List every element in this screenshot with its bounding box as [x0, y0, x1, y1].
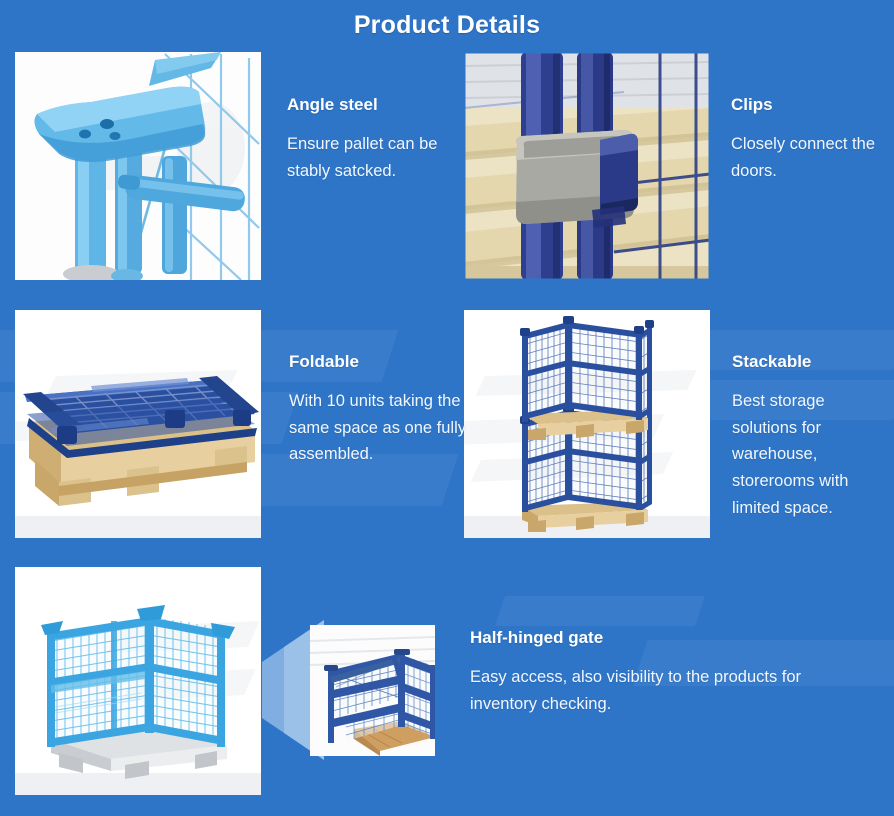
feature-image-angle-steel	[15, 52, 261, 280]
stackable-cages-photo	[464, 310, 710, 538]
feature-image-clips	[464, 52, 710, 280]
feature-text-half-hinged-gate: Half-hinged gate Easy access, also visib…	[470, 628, 870, 717]
feature-heading-clips: Clips	[731, 95, 773, 114]
feature-image-stackable	[464, 310, 710, 538]
angle-steel-bracket-photo	[15, 52, 261, 280]
clips-photo	[464, 52, 710, 280]
feature-heading-half-hinged-gate: Half-hinged gate	[470, 628, 604, 647]
feature-body-half-hinged-gate: Easy access, also visibility to the prod…	[470, 668, 802, 713]
feature-inset-image-half-hinged-gate	[310, 625, 435, 756]
feature-text-clips: Clips Closely connect the doors.	[731, 95, 891, 184]
feature-text-angle-steel: Angle steel Ensure pallet can be stably …	[287, 95, 467, 184]
feature-body-stackable: Best storage solutions for warehouse, st…	[732, 392, 849, 517]
half-hinged-gate-detail-photo	[310, 625, 435, 756]
feature-body-foldable: With 10 units taking the same space as o…	[289, 392, 467, 464]
full-cage-photo	[15, 567, 261, 795]
feature-image-foldable	[15, 310, 261, 538]
foldable-cage-photo	[15, 310, 261, 538]
feature-body-angle-steel: Ensure pallet can be stably satcked.	[287, 135, 438, 180]
feature-body-clips: Closely connect the doors.	[731, 135, 875, 180]
page-title: Product Details	[353, 11, 541, 39]
feature-image-half-hinged-gate	[15, 567, 261, 795]
feature-text-foldable: Foldable With 10 units taking the same s…	[289, 352, 475, 468]
feature-text-stackable: Stackable Best storage solutions for war…	[732, 352, 892, 522]
feature-heading-foldable: Foldable	[289, 352, 359, 371]
feature-heading-stackable: Stackable	[732, 352, 812, 371]
feature-heading-angle-steel: Angle steel	[287, 95, 378, 114]
